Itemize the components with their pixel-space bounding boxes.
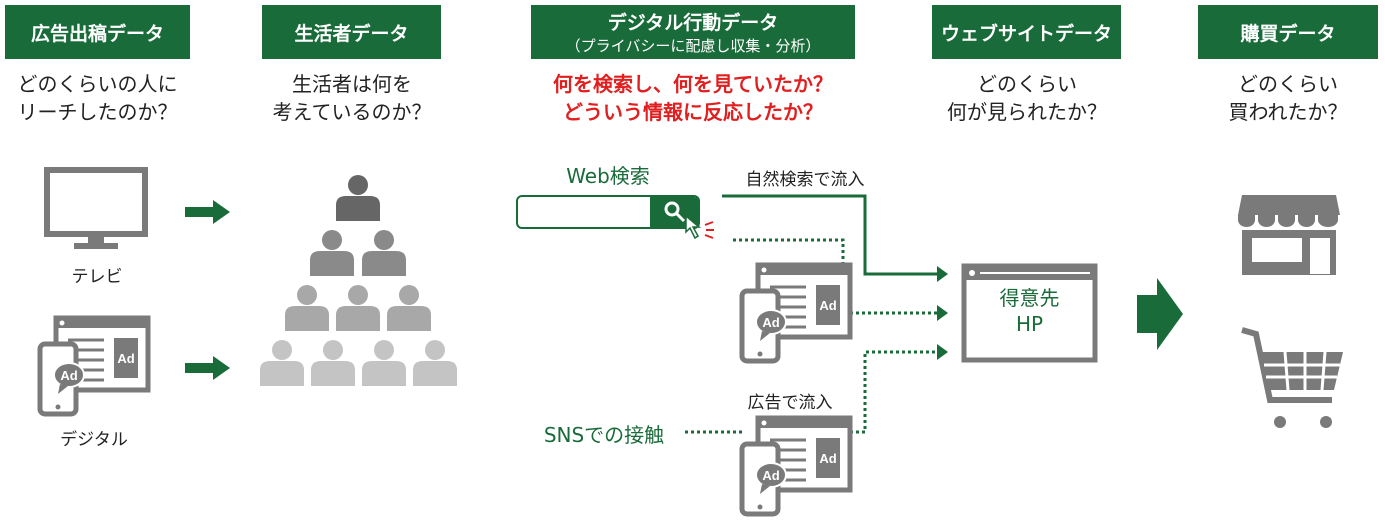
- header-ad-data: 広告出稿データ: [5, 5, 190, 59]
- shop-icon: [1238, 195, 1340, 275]
- digital-device-icon: [40, 318, 148, 414]
- flow-lines: [685, 194, 938, 434]
- header-title: ウェブサイトデータ: [940, 22, 1112, 45]
- header-title: デジタル行動データ: [607, 12, 779, 34]
- search-box-icon: [516, 195, 714, 240]
- organic-inflow-label: 自然検索で流入: [745, 170, 865, 190]
- question-line: 買われたか？: [1228, 100, 1348, 124]
- people-pyramid-icon: [260, 175, 457, 386]
- ad-inflow-label: 広告で流入: [747, 393, 833, 413]
- arrow-icon: [185, 200, 230, 380]
- question-line: 考えているのか？: [272, 100, 432, 124]
- digital-label: デジタル: [60, 430, 128, 450]
- header-purchase-data: 購買データ: [1198, 5, 1378, 59]
- arrowheads: [937, 266, 948, 360]
- question-line: リーチしたのか？: [17, 100, 178, 124]
- tv-label: テレビ: [71, 267, 123, 287]
- question-line: どういう情報に反応したか？: [563, 100, 823, 124]
- cart-icon: [1241, 327, 1343, 428]
- header-title: 購買データ: [1240, 22, 1336, 45]
- big-arrow-icon: [1137, 278, 1183, 350]
- question-reach: どのくらいの人にリーチしたのか？: [0, 70, 195, 126]
- header-consumer-data: 生活者データ: [262, 5, 441, 59]
- header-digital-behavior-data: デジタル行動データ （プライバシーに配慮し収集・分析）: [531, 5, 855, 59]
- hp-line: 得意先: [999, 286, 1060, 310]
- hp-line: HP: [1015, 312, 1044, 336]
- question-purchase: どのくらい買われたか？: [1188, 70, 1385, 126]
- question-line: 生活者は何を: [292, 72, 412, 96]
- question-search: 何を検索し、何を見ていたか？ どういう情報に反応したか？: [520, 70, 866, 126]
- question-thinking: 生活者は何を考えているのか？: [252, 70, 452, 126]
- header-title: 生活者データ: [294, 22, 409, 45]
- question-line: どのくらい: [977, 72, 1077, 96]
- question-line: 何を検索し、何を見ていたか？: [553, 72, 833, 96]
- question-line: 何が見られたか？: [947, 100, 1107, 124]
- ad-device-icon: [742, 265, 850, 361]
- tv-icon: [44, 167, 148, 249]
- header-subtitle: （プライバシーに配慮し収集・分析）: [565, 37, 821, 55]
- question-views: どのくらい何が見られたか？: [922, 70, 1132, 126]
- header-website-data: ウェブサイトデータ: [932, 5, 1121, 59]
- ad-device-icon: [742, 418, 850, 514]
- question-line: どのくらい: [1238, 72, 1338, 96]
- web-search-label: Web検索: [566, 164, 650, 188]
- sns-contact-label: SNSでの接触: [543, 423, 665, 447]
- website-icon: [961, 263, 1098, 363]
- header-title: 広告出稿データ: [30, 22, 164, 45]
- question-line: どのくらいの人に: [17, 72, 178, 96]
